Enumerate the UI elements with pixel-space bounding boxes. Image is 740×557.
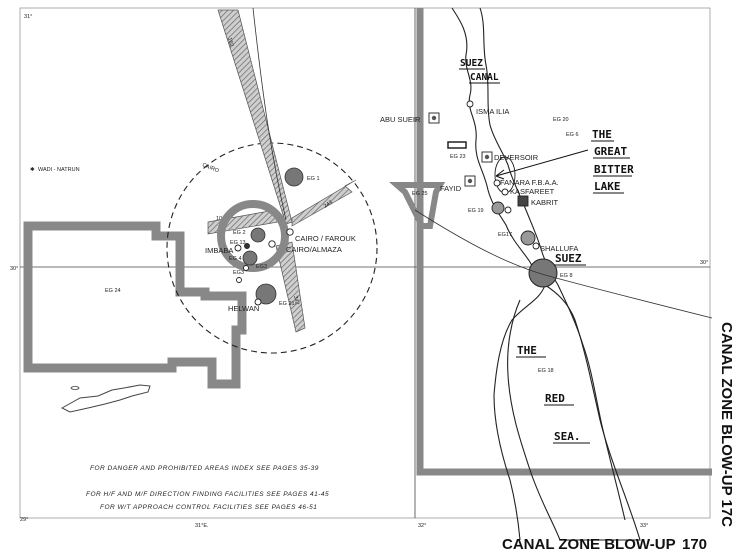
note-df-facilities: FOR H/F AND M/F DIRECTION FINDING FACILI… bbox=[86, 491, 329, 498]
eg6-label: EG 6 bbox=[566, 132, 579, 138]
eg3-label: EG3 bbox=[256, 264, 267, 270]
footer-page: 170 bbox=[682, 536, 707, 553]
note-danger-areas: FOR DANGER AND PROHIBITED AREAS INDEX SE… bbox=[90, 465, 319, 472]
grid-label-lon33: 33° bbox=[640, 523, 648, 529]
grid-label-lon32: 32° bbox=[418, 523, 426, 529]
eg21-zone bbox=[255, 283, 277, 305]
eg23-area bbox=[447, 141, 467, 149]
cairo-farouk-label: CAIRO / FAROUK bbox=[295, 234, 356, 243]
canal-coastline bbox=[451, 7, 546, 541]
eg19-airfield-icon bbox=[504, 206, 512, 214]
eg13-label: EG 13 bbox=[230, 240, 246, 246]
abu-sueir-label: ABU SUEIR bbox=[380, 115, 421, 124]
note-wt-approach: FOR W/T APPROACH CONTROL FACILITIES SEE … bbox=[100, 504, 317, 511]
ismailia-airfield-icon bbox=[466, 100, 474, 108]
eg25-label: EG 25 bbox=[412, 191, 428, 197]
eg18-label: EG 18 bbox=[538, 368, 554, 374]
grid-label-lat31: 31° bbox=[24, 14, 32, 20]
eg8-label: EG 8 bbox=[560, 273, 573, 279]
deversoir-label: DEVERSOIR bbox=[494, 153, 539, 162]
eg17-label: EG17 bbox=[498, 232, 512, 238]
cairo-farouk-airfield-icon bbox=[286, 228, 294, 236]
canal-coastline-east bbox=[479, 7, 626, 521]
wadi-natrun-label: WADI - NATRUN bbox=[38, 167, 80, 173]
eg1-label: EG 1 bbox=[307, 176, 320, 182]
fanara-airfield-icon bbox=[493, 179, 501, 187]
helwan-airfield-icon bbox=[254, 298, 262, 306]
helwan-label: HELWAN bbox=[228, 304, 259, 313]
canal-zone-boundary bbox=[416, 8, 712, 476]
eg25-area bbox=[389, 182, 446, 229]
eg24-area-outline bbox=[23, 221, 247, 389]
grid-lines bbox=[20, 8, 710, 518]
abu-sueir-airfield-dot bbox=[431, 115, 437, 121]
kabrit-airfield-icon bbox=[517, 195, 529, 207]
map-frame bbox=[19, 7, 711, 519]
corridor-162-label: 162 bbox=[226, 37, 234, 47]
eg19-zone bbox=[491, 201, 505, 215]
deversoir-airfield-dot bbox=[484, 154, 490, 160]
wadi-natrun-star-icon: ✱ bbox=[30, 166, 35, 173]
kasfareet-airfield-icon bbox=[501, 188, 509, 196]
fanara-label: FANARA F.B.A.A. bbox=[500, 178, 559, 187]
hand-great-bitter-lake-2: GREAT bbox=[594, 145, 627, 158]
hand-suez-canal-1: SUEZ bbox=[460, 58, 483, 69]
arrowhead-icon bbox=[495, 169, 505, 180]
eg3b-label: EG3 bbox=[233, 270, 244, 276]
cairo-almaza-label: CAIRO/ALMAZA bbox=[286, 245, 342, 254]
eg1-zone bbox=[284, 167, 304, 187]
hand-great-bitter-lake-1: THE bbox=[592, 128, 612, 141]
grid-label-lat30-right: 30° bbox=[700, 260, 708, 266]
red-sea-gulf bbox=[507, 284, 641, 541]
eg19-label: EG 19 bbox=[468, 208, 484, 214]
imbaba-label: IMBABA bbox=[205, 246, 233, 255]
shallufa-airfield-icon bbox=[532, 242, 540, 250]
cairo-inner-ring bbox=[217, 200, 289, 272]
grid-label-lat30: 30° bbox=[10, 266, 18, 272]
eg17-zone bbox=[520, 230, 536, 246]
side-title: CANAL ZONE BLOW-UP 17C bbox=[718, 322, 735, 527]
corridor-243 bbox=[291, 179, 357, 227]
hand-red-sea-1: THE bbox=[517, 344, 537, 357]
eg4-label: EG 4 bbox=[229, 256, 242, 262]
kasfareet-label: KASFAREET bbox=[510, 187, 555, 196]
eg2-zone bbox=[250, 227, 266, 243]
corridor-342-label: 342 bbox=[292, 295, 300, 305]
hand-red-sea-2: RED bbox=[545, 392, 565, 405]
airfield-icon bbox=[243, 265, 249, 271]
eg2-label: EG 2 bbox=[233, 230, 246, 236]
hand-suez: SUEZ bbox=[555, 252, 582, 265]
hand-suez-canal-2: CANAL bbox=[470, 72, 499, 83]
grid-label-lon31: 31°E. bbox=[195, 523, 209, 529]
corridor-243-label: 243 bbox=[323, 200, 334, 210]
eg8-zone bbox=[528, 258, 558, 288]
fayid-airfield-dot bbox=[467, 178, 473, 184]
footer-title: CANAL ZONE BLOW-UP bbox=[502, 536, 676, 553]
eg3-zone bbox=[242, 250, 258, 266]
kabrit-label: KABRIT bbox=[531, 198, 559, 207]
shallufa-label: SHALLUFA bbox=[540, 244, 578, 253]
islet bbox=[70, 386, 80, 390]
eg23-label: EG 23 bbox=[450, 154, 466, 160]
grid-label-lat29: 29° bbox=[20, 517, 28, 523]
ismailia-label: ISMA ILIA bbox=[476, 107, 509, 116]
airway-line-east bbox=[414, 209, 713, 319]
hand-great-bitter-lake-3: BITTER bbox=[594, 163, 634, 176]
eg24-label: EG 24 bbox=[105, 288, 121, 294]
airfield-icon bbox=[236, 277, 242, 283]
airway-line bbox=[252, 7, 287, 221]
eg20-label: EG 20 bbox=[553, 117, 569, 123]
cairo-ring-label: CAIRO bbox=[201, 162, 220, 174]
corridor-104-label: 104 bbox=[216, 216, 225, 222]
arrow-to-bitter-lake bbox=[495, 149, 589, 177]
eg21-label: EG 21 bbox=[279, 301, 295, 307]
hand-red-sea-3: SEA. bbox=[554, 430, 581, 443]
imbaba-airfield-icon bbox=[234, 244, 242, 252]
island bbox=[60, 384, 151, 413]
airfield-icon bbox=[244, 243, 250, 249]
hand-great-bitter-lake-4: LAKE bbox=[594, 180, 621, 193]
cairo-almaza-airfield-icon bbox=[268, 240, 276, 248]
fayid-label: FAYID bbox=[440, 184, 462, 193]
